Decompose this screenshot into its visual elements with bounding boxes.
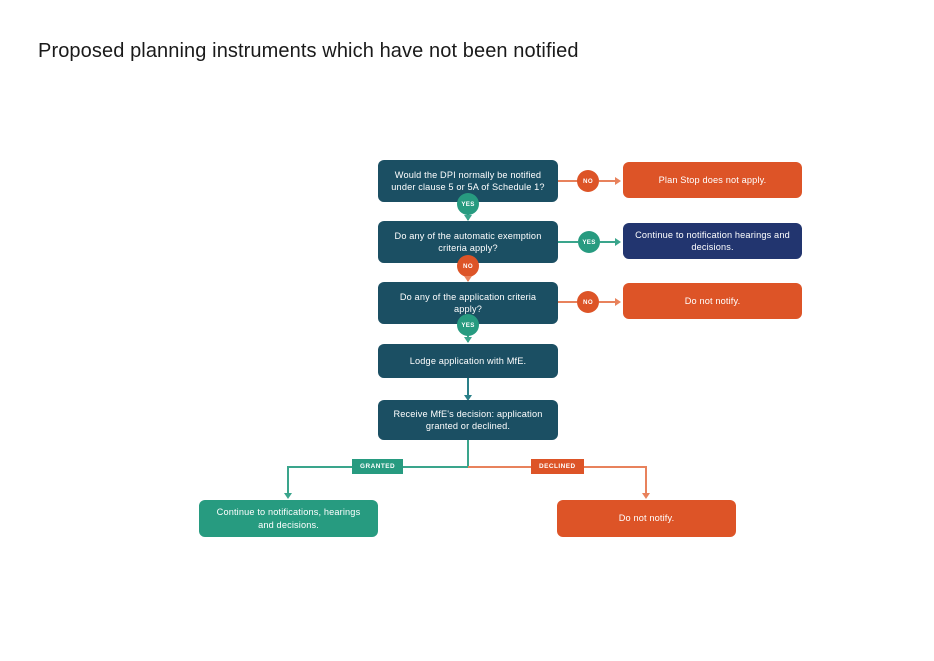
edge-q2-yes-line-right bbox=[600, 241, 617, 243]
node-q2-label: Do any of the automatic exemption criter… bbox=[394, 230, 542, 253]
edge-q1-no-arrowhead bbox=[615, 177, 621, 185]
edge-q3-yes-arrowhead bbox=[464, 337, 472, 343]
edge-declined-arrowhead bbox=[642, 493, 650, 499]
node-q2-yes-outcome-label: Continue to notification hearings and de… bbox=[635, 229, 790, 252]
edge-label-q2-no: NO bbox=[457, 255, 479, 277]
edge-q2-no-arrowhead bbox=[464, 276, 472, 282]
edge-q1-no-line-right bbox=[599, 180, 617, 182]
node-declined-outcome-label: Do not notify. bbox=[618, 513, 675, 524]
edge-q3-no-line-right bbox=[599, 301, 617, 303]
node-lodge-label: Lodge application with MfE. bbox=[409, 355, 527, 366]
edge-label-q3-no: NO bbox=[577, 291, 599, 313]
edge-q1-no-line-left bbox=[558, 180, 578, 182]
node-decision-label: Receive MfE's decision: application gran… bbox=[393, 408, 543, 431]
edge-label-granted: GRANTED bbox=[352, 459, 404, 474]
edge-lodge-to-decision-arrowhead bbox=[464, 395, 472, 401]
node-q3-no-outcome-label: Do not notify. bbox=[684, 295, 741, 306]
edge-decision-stem bbox=[467, 440, 469, 468]
edge-lodge-to-decision-line bbox=[467, 378, 469, 398]
node-q3-label: Do any of the application criteria apply… bbox=[399, 291, 537, 314]
node-q3-no-outcome: Do not notify. bbox=[623, 283, 802, 319]
node-q1-no-outcome: Plan Stop does not apply. bbox=[623, 162, 802, 198]
edge-label-declined: DECLINED bbox=[531, 459, 584, 474]
edge-q3-no-arrowhead bbox=[615, 298, 621, 306]
edge-label-q2-yes: YES bbox=[578, 231, 600, 253]
node-q2-yes-outcome: Continue to notification hearings and de… bbox=[623, 223, 802, 259]
edge-granted-drop bbox=[287, 466, 289, 496]
edge-declined-drop bbox=[645, 466, 647, 496]
edge-label-q3-yes: YES bbox=[457, 314, 479, 336]
node-granted-outcome-label: Continue to notifications, hearings and … bbox=[216, 507, 361, 530]
node-q1-label: Would the DPI normally be notified under… bbox=[391, 169, 545, 192]
edge-q1-yes-arrowhead bbox=[464, 215, 472, 221]
edge-label-q1-no: NO bbox=[577, 170, 599, 192]
node-q1: Would the DPI normally be notified under… bbox=[378, 160, 558, 202]
edge-granted-arrowhead bbox=[284, 493, 292, 499]
edge-q2-yes-arrowhead bbox=[615, 238, 621, 246]
edge-label-q1-yes: YES bbox=[457, 193, 479, 215]
node-declined-outcome: Do not notify. bbox=[557, 500, 736, 537]
node-q1-no-outcome-label: Plan Stop does not apply. bbox=[658, 174, 767, 185]
edge-q2-yes-line-left bbox=[558, 241, 578, 243]
edge-q3-no-line-left bbox=[558, 301, 577, 303]
node-granted-outcome: Continue to notifications, hearings and … bbox=[199, 500, 378, 537]
node-decision: Receive MfE's decision: application gran… bbox=[378, 400, 558, 440]
page-title: Proposed planning instruments which have… bbox=[38, 40, 579, 62]
node-lodge: Lodge application with MfE. bbox=[378, 344, 558, 378]
